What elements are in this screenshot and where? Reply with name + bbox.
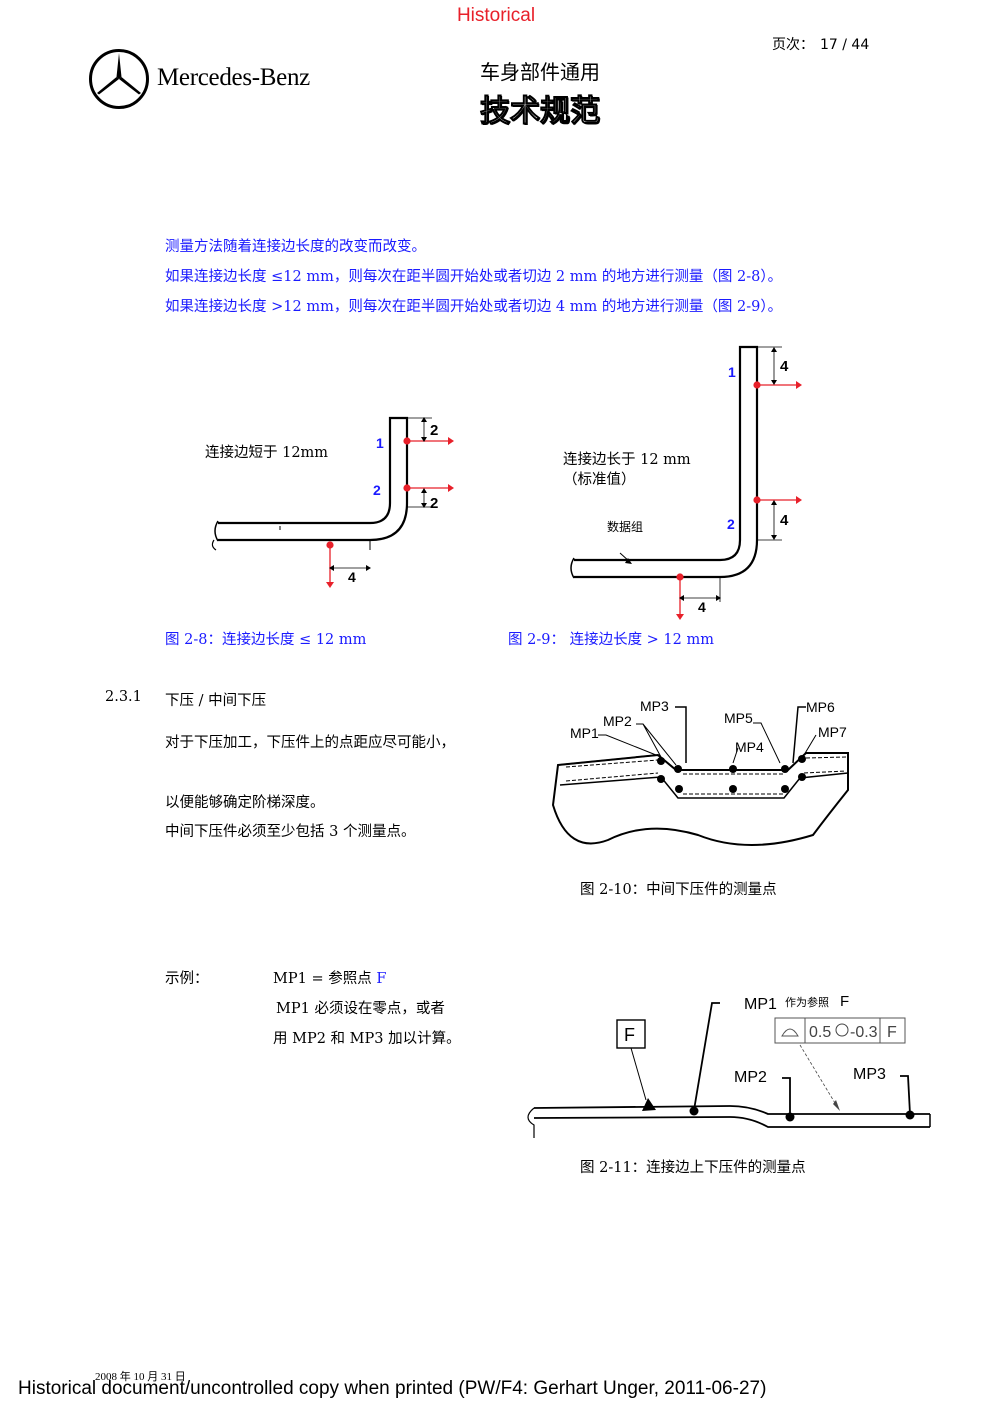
section-line-3: 中间下压件必须至少包括 3 个测量点。 (165, 824, 416, 840)
fig8-label: 连接边短于 12mm (205, 445, 329, 461)
fig9-label-1: 连接边长于 12 mm (563, 452, 691, 468)
fig9-caption: 图 2-9： 连接边长度 > 12 mm (508, 632, 714, 648)
fig8-caption: 图 2-8：连接边长度 ≤ 12 mm (165, 632, 367, 648)
page-number: 页次：17 / 44 (772, 37, 870, 53)
historical-watermark: Historical (456, 5, 536, 26)
brand-name: Mercedes-Benz (157, 64, 310, 91)
example-ref-letter: F (376, 971, 387, 987)
fig11-mp1: MP1 (744, 996, 777, 1013)
fig11-tol-b: -0.3 (850, 1024, 878, 1041)
fig10-caption: 图 2-10：中间下压件的测量点 (580, 882, 777, 898)
fig11-tol-value: 0.5 (809, 1024, 831, 1041)
fig9-n2: 2 (727, 516, 735, 532)
fig9-dim-c: 4 (698, 599, 706, 615)
fig9-data-group: 数据组 (607, 520, 644, 534)
fig8-dim-b: 2 (430, 495, 438, 512)
section-line-1: 对于下压加工，下压件上的点距应尽可能小， (165, 735, 455, 751)
fig11-f-box: F (624, 1025, 635, 1045)
fig10-mp3: MP3 (640, 698, 669, 714)
section-title: 下压 / 中间下压 (165, 693, 267, 709)
intro-text: 测量方法随着连接边长度的改变而改变。 如果连接边长度 ≤12 mm，则每次在距半… (165, 232, 782, 322)
fig9-dim-b: 4 (780, 512, 789, 529)
doc-title-line2: 技术规范 (480, 94, 601, 130)
figure-2-11: F MP1 作为参照 F 0.5 -0.3 F MP2 MP3 (527, 993, 931, 1138)
intro-line-2: 如果连接边长度 ≤12 mm，则每次在距半圆开始处或者切边 2 mm 的地方进行… (165, 269, 783, 285)
example-label: 示例： (165, 971, 209, 987)
figure-2-9: 1 2 4 4 4 (570, 345, 802, 620)
fig11-ref-letter: F (840, 993, 849, 1010)
fig10-mp1: MP1 (570, 725, 599, 741)
example-line-1: MP1 = 参照点 F (273, 971, 387, 987)
fig10-mp5: MP5 (724, 710, 753, 726)
section-number: 2.3.1 (105, 689, 142, 705)
doc-title-line1: 车身部件通用 (480, 60, 600, 84)
footer-notice: Historical document/uncontrolled copy wh… (18, 1378, 767, 1399)
fig11-ref-note: 作为参照 (785, 995, 829, 1009)
fig8-n2: 2 (373, 482, 381, 498)
fig10-mp4: MP4 (735, 739, 764, 755)
fig10-mp2: MP2 (603, 713, 632, 729)
intro-line-1: 测量方法随着连接边长度的改变而改变。 (165, 239, 426, 255)
fig11-tol-ref: F (887, 1024, 897, 1041)
fig9-n1: 1 (728, 364, 736, 380)
fig11-mp2: MP2 (734, 1069, 767, 1086)
figure-2-10: MP1 MP2 MP3 MP4 MP5 MP6 MP7 (551, 698, 849, 846)
fig9-dim-a: 4 (780, 358, 789, 375)
example-line-3: 用 MP2 和 MP3 加以计算。 (273, 1031, 461, 1047)
section-line-2: 以便能够确定阶梯深度。 (165, 795, 325, 811)
mercedes-star-icon (89, 49, 149, 109)
fig11-caption: 图 2-11：连接边上下压件的测量点 (580, 1160, 806, 1176)
fig8-dim-c: 4 (348, 569, 356, 585)
fig10-mp6: MP6 (806, 699, 835, 715)
footer-date: 2008 年 10 月 31 日 (95, 1371, 186, 1383)
figure-2-8: 1 2 2 2 4 (211, 416, 454, 588)
fig8-n1: 1 (376, 435, 384, 451)
fig9-label-2: （标准值） (563, 472, 636, 488)
fig8-dim-a: 2 (430, 422, 438, 439)
fig11-mp3: MP3 (853, 1066, 886, 1083)
fig10-mp7: MP7 (818, 724, 847, 740)
intro-line-3: 如果连接边长度 >12 mm，则每次在距半圆开始处或者切边 4 mm 的地方进行… (165, 299, 783, 315)
example-line-2: MP1 必须设在零点，或者 (276, 1001, 445, 1017)
